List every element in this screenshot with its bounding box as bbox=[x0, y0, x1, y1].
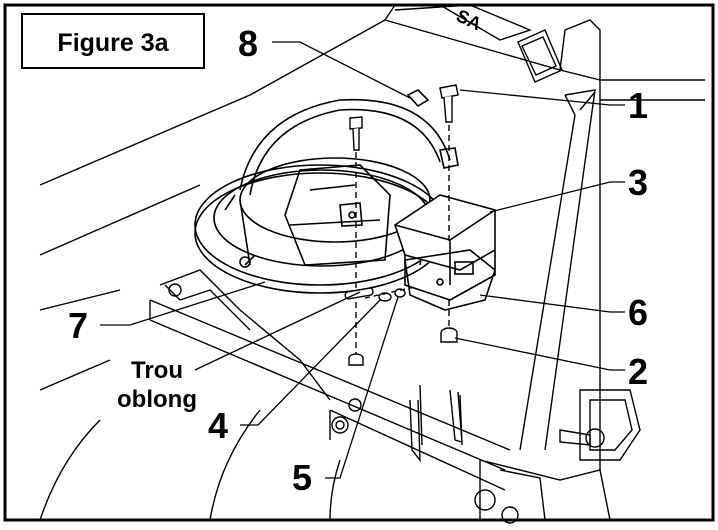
figure-title-box bbox=[21, 13, 205, 69]
leader-lines bbox=[100, 41, 625, 479]
callout-8: 8 bbox=[238, 23, 258, 64]
bolt-left bbox=[349, 116, 363, 151]
slot-label-line1: Trou bbox=[131, 357, 183, 384]
slot-label-line2: oblong bbox=[117, 386, 197, 413]
callout-7: 7 bbox=[68, 305, 88, 346]
gear-housing bbox=[394, 194, 496, 311]
callout-3: 3 bbox=[628, 162, 648, 203]
figure-title: Figure 3a bbox=[57, 29, 169, 57]
callout-2: 2 bbox=[628, 351, 648, 392]
callout-1: 1 bbox=[628, 85, 648, 126]
callout-5: 5 bbox=[292, 457, 312, 498]
callout-6: 6 bbox=[628, 292, 648, 333]
fasteners bbox=[344, 84, 459, 366]
bolt-1 bbox=[439, 84, 459, 123]
callout-4: 4 bbox=[208, 405, 228, 446]
